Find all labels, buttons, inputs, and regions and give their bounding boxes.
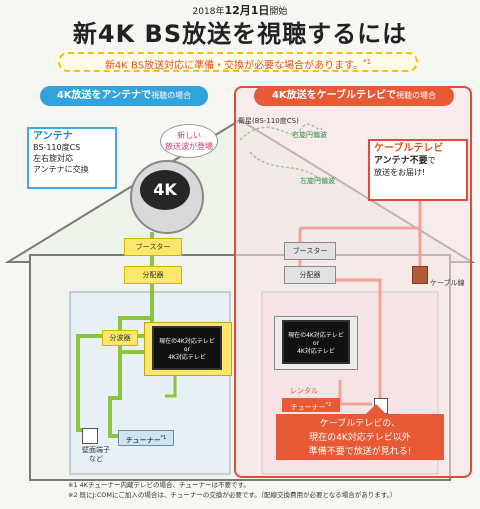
distributor-left: 分配器 [124, 266, 182, 284]
booster-left: ブースター [124, 238, 182, 256]
notice-text: 新4K BS放送対応に準備・交換が必要な場合があります。 [104, 60, 364, 72]
cable-line-label: ケーブル線 [430, 279, 465, 287]
tuner-right-label: チューナー [290, 403, 326, 412]
cable-result-callout: ケーブルテレビの、 現在の4K対応テレビ以外 準備不要で放送が見れる! [276, 404, 444, 460]
footnote: ※2 既にJ:COMにご加入の場合は、チューナーの交換が必要です。（配線交換費用… [68, 491, 397, 499]
cable-section-header: 4K放送をケーブルテレビで視聴の場合 [254, 86, 454, 106]
cable-info-line: 放送をお届け! [374, 168, 426, 177]
footnotes: ※1 4Kチューナー内蔵テレビの場合、チューナーは不要です。 ※2 既にJ:CO… [68, 480, 478, 500]
cable-entry-icon [412, 266, 428, 284]
splitter-left: 分波器 [102, 330, 138, 346]
notice-mark: *1 [363, 58, 372, 66]
result-line: ケーブルテレビの、 [319, 419, 401, 429]
tv-right-screen: 現在の4K対応テレビ or 4K対応テレビ [282, 320, 350, 364]
outlet-left-label: 壁面端子 など [76, 446, 116, 464]
right-polarization-label: 右旋円偏波 [292, 131, 327, 139]
bubble-line: 放送波が登場 [165, 142, 213, 151]
tv-right-line: 現在の4K対応テレビ [288, 332, 344, 339]
tuner-left-label: チューナー [125, 436, 161, 445]
booster-right: ブースター [284, 242, 336, 260]
cable-info-box: ケーブルテレビ アンテナ不要で 放送をお届け! [368, 139, 468, 201]
start-date: 2018年12月1日開始 [0, 2, 480, 18]
result-line: 現在の4K対応テレビ以外 [309, 433, 411, 443]
cable-info-bold: アンテナ不要 [374, 156, 428, 166]
antenna-info-box: アンテナ BS-110度CS 左右旋対応 アンテナに交換 [27, 127, 117, 189]
date-day: 12月1日 [224, 4, 270, 17]
dish-4k-label: 4K [140, 170, 190, 210]
satellite-label: 衛星(BS-110度CS) [238, 117, 299, 125]
antenna-header-subtitle: 視聴の場合 [151, 91, 192, 100]
antenna-info-line: 左右旋対応 [33, 154, 73, 163]
tuner-left: チューナー*1 [118, 430, 174, 446]
tv-left-screen: 現在の4K対応テレビ or 4K対応テレビ [152, 326, 222, 370]
notice-banner: 新4K BS放送対応に準備・交換が必要な場合があります。*1 [58, 52, 418, 72]
cable-header-subtitle: 視聴の場合 [396, 91, 437, 100]
tuner-right: チューナー*2 [282, 398, 340, 412]
antenna-section-header: 4K放送をアンテナで視聴の場合 [40, 86, 208, 106]
cable-header-title: 4K放送をケーブルテレビで [271, 90, 397, 101]
tv-left-line: 現在の4K対応テレビ [159, 338, 215, 345]
left-polarization-label: 左旋円偏波 [300, 177, 335, 185]
outlet-label-line: 壁面端子 [82, 446, 110, 454]
tv-right-line: 4K対応テレビ [297, 348, 335, 355]
footnote: ※1 4Kチューナー内蔵テレビの場合、チューナーは不要です。 [68, 481, 250, 489]
antenna-info-title: アンテナ [33, 131, 73, 142]
antenna-info-line: アンテナに交換 [33, 165, 89, 174]
tuner-left-mark: *1 [160, 435, 167, 441]
tv-left-line: 4K対応テレビ [168, 354, 206, 361]
result-line: 準備不要で放送が見れる! [308, 447, 412, 457]
date-year: 2018年 [192, 7, 225, 17]
cable-info-title: ケーブルテレビ [374, 143, 444, 154]
outlet-left-icon [82, 428, 98, 444]
distributor-right: 分配器 [284, 266, 336, 284]
bubble-line: 新しい [177, 131, 201, 140]
date-suffix: 開始 [269, 7, 288, 17]
rental-label: レンタル [290, 387, 318, 395]
tv-right-text: 現在の4K対応テレビ or 4K対応テレビ [284, 332, 348, 356]
tv-left-line: or [183, 346, 191, 353]
antenna-header-title: 4K放送をアンテナで [56, 90, 152, 101]
tv-left-text: 現在の4K対応テレビ or 4K対応テレビ [154, 338, 220, 362]
new-signal-bubble: 新しい 放送波が登場 [160, 124, 218, 158]
tuner-right-mark: *2 [325, 402, 332, 408]
outlet-label-line: など [89, 455, 103, 463]
antenna-info-line: BS-110度CS [33, 143, 81, 152]
tv-right-line: or [312, 340, 320, 347]
cable-info-suffix: で [427, 156, 436, 165]
page-title: 新4K BS放送を視聴するには [72, 20, 408, 48]
